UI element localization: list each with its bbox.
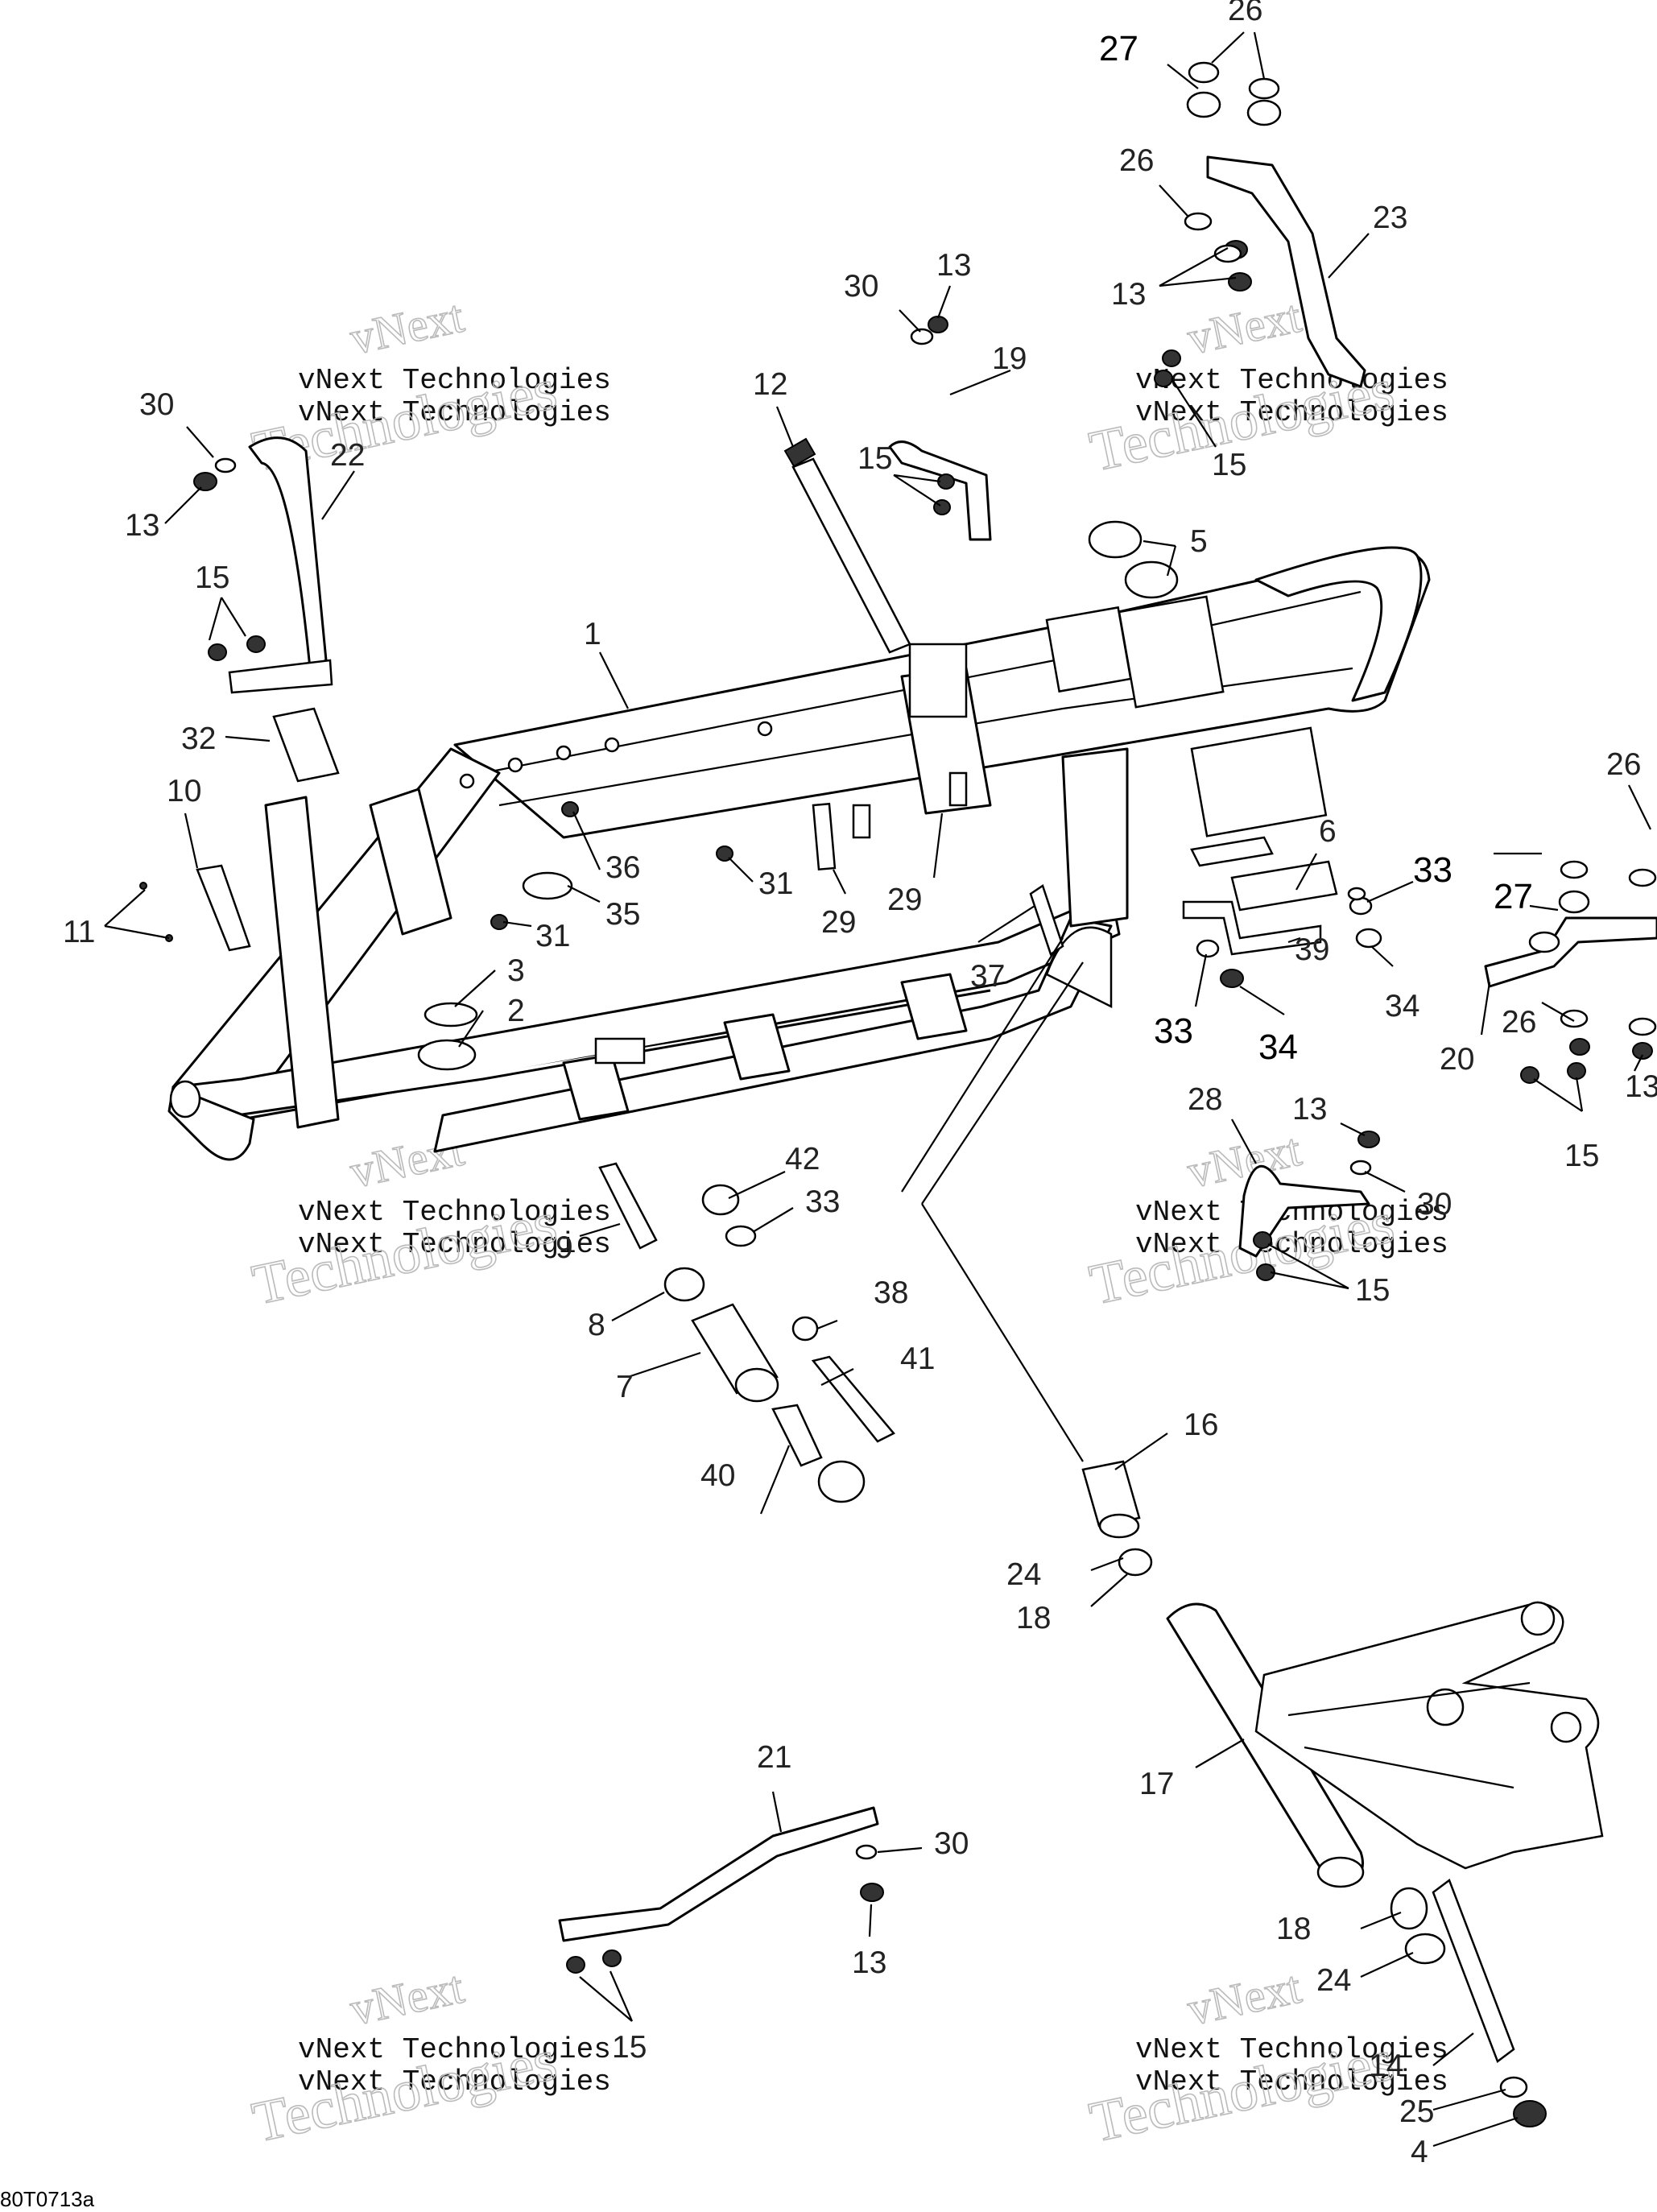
callout-15: 15 bbox=[857, 441, 892, 476]
callout-37: 37 bbox=[970, 959, 1005, 994]
callout-26: 26 bbox=[1228, 0, 1262, 27]
callout-11: 11 bbox=[63, 915, 96, 949]
callout-15: 15 bbox=[1355, 1273, 1390, 1308]
callout-13: 13 bbox=[1111, 277, 1146, 312]
callout-18: 18 bbox=[1276, 1912, 1311, 1946]
callout-10: 10 bbox=[167, 774, 201, 808]
callout-39: 39 bbox=[1295, 932, 1329, 967]
callout-31: 31 bbox=[535, 919, 570, 953]
callout-27: 27 bbox=[1099, 29, 1138, 68]
callout-4: 4 bbox=[1411, 2135, 1428, 2169]
callout-13: 13 bbox=[852, 1945, 886, 1980]
svg-text:vNext Technologies: vNext Technologies bbox=[298, 1228, 611, 1261]
callout-30: 30 bbox=[934, 1826, 969, 1861]
callout-42: 42 bbox=[785, 1142, 820, 1176]
callout-29: 29 bbox=[821, 905, 856, 940]
callout-35: 35 bbox=[605, 897, 640, 932]
svg-text:vNext Technologies: vNext Technologies bbox=[1135, 1228, 1448, 1261]
callout-33: 33 bbox=[1413, 850, 1452, 890]
callout-9: 9 bbox=[556, 1230, 573, 1265]
callout-36: 36 bbox=[605, 850, 640, 885]
callout-15: 15 bbox=[1564, 1139, 1599, 1173]
callout-26: 26 bbox=[1119, 143, 1154, 178]
callout-19: 19 bbox=[992, 341, 1027, 376]
callout-22: 22 bbox=[330, 438, 365, 473]
watermark-middle-left: vNext vNext Technologies vNext Technolog… bbox=[246, 1123, 611, 1318]
callout-41: 41 bbox=[900, 1342, 935, 1376]
callout-13: 13 bbox=[1292, 1092, 1327, 1127]
svg-text:vNext Technologies: vNext Technologies bbox=[298, 364, 611, 397]
svg-text:vNext: vNext bbox=[345, 290, 468, 365]
svg-text:vNext Technologies: vNext Technologies bbox=[1135, 2065, 1448, 2098]
watermark-bottom-left: vNext vNext Technologies vNext Technolog… bbox=[246, 1960, 611, 2156]
callout-12: 12 bbox=[753, 367, 787, 402]
swing-arm bbox=[1166, 1601, 1604, 1888]
callout-18: 18 bbox=[1016, 1601, 1051, 1635]
callout-labels: 27 26 26 23 13 15 13 30 19 12 15 5 1 30 … bbox=[63, 0, 1657, 2169]
callout-33: 33 bbox=[1154, 1011, 1193, 1051]
svg-text:vNext Technologies: vNext Technologies bbox=[298, 2033, 611, 2066]
svg-text:vNext: vNext bbox=[1183, 290, 1305, 365]
callout-30: 30 bbox=[139, 387, 174, 422]
callout-13: 13 bbox=[125, 508, 159, 543]
leader-lines bbox=[104, 31, 1651, 2148]
callout-30: 30 bbox=[1417, 1187, 1452, 1222]
callout-6: 6 bbox=[1319, 814, 1337, 849]
svg-text:vNext: vNext bbox=[1183, 1961, 1305, 2036]
callout-30: 30 bbox=[844, 269, 878, 304]
callout-26: 26 bbox=[1606, 747, 1641, 782]
callout-17: 17 bbox=[1139, 1767, 1174, 1801]
callout-14: 14 bbox=[1369, 2049, 1403, 2083]
callout-2: 2 bbox=[507, 994, 525, 1028]
svg-text:vNext Technologies: vNext Technologies bbox=[298, 1196, 611, 1229]
callout-5: 5 bbox=[1190, 524, 1208, 559]
callout-16: 16 bbox=[1184, 1408, 1218, 1442]
callout-23: 23 bbox=[1373, 201, 1407, 235]
callout-28: 28 bbox=[1188, 1082, 1222, 1117]
callout-3: 3 bbox=[507, 953, 525, 988]
svg-text:vNext Technologies: vNext Technologies bbox=[298, 2065, 611, 2098]
callout-15: 15 bbox=[1212, 448, 1246, 482]
svg-text:vNext Technologies: vNext Technologies bbox=[1135, 364, 1448, 397]
callout-1: 1 bbox=[584, 617, 601, 651]
watermark-top-right: vNext vNext Technologies vNext Technolog… bbox=[1084, 289, 1448, 485]
callout-38: 38 bbox=[874, 1276, 908, 1310]
main-frame bbox=[167, 546, 1431, 1161]
callout-27: 27 bbox=[1494, 877, 1533, 916]
callout-34: 34 bbox=[1258, 1027, 1298, 1067]
callout-34: 34 bbox=[1385, 989, 1419, 1023]
hardware-parts bbox=[139, 61, 1657, 2127]
callout-26: 26 bbox=[1502, 1005, 1536, 1040]
figure-code: 80T0713a bbox=[0, 2187, 95, 2211]
callout-21: 21 bbox=[757, 1740, 791, 1775]
svg-text:vNext Technologies: vNext Technologies bbox=[298, 396, 611, 429]
callout-13: 13 bbox=[1625, 1069, 1657, 1104]
callout-32: 32 bbox=[181, 721, 216, 756]
callout-29: 29 bbox=[887, 883, 922, 917]
callout-13: 13 bbox=[936, 248, 971, 283]
callout-25: 25 bbox=[1399, 2094, 1434, 2129]
callout-33: 33 bbox=[805, 1185, 840, 1219]
callout-40: 40 bbox=[700, 1458, 735, 1493]
callout-24: 24 bbox=[1006, 1557, 1041, 1592]
callout-8: 8 bbox=[588, 1308, 605, 1342]
callout-7: 7 bbox=[616, 1370, 634, 1404]
svg-text:vNext: vNext bbox=[345, 1961, 468, 2036]
callout-20: 20 bbox=[1440, 1042, 1474, 1077]
callout-15: 15 bbox=[612, 2030, 647, 2065]
callout-24: 24 bbox=[1316, 1963, 1351, 1998]
callout-31: 31 bbox=[758, 866, 793, 901]
callout-15: 15 bbox=[195, 560, 229, 595]
svg-text:vNext Technologies: vNext Technologies bbox=[1135, 2033, 1448, 2066]
